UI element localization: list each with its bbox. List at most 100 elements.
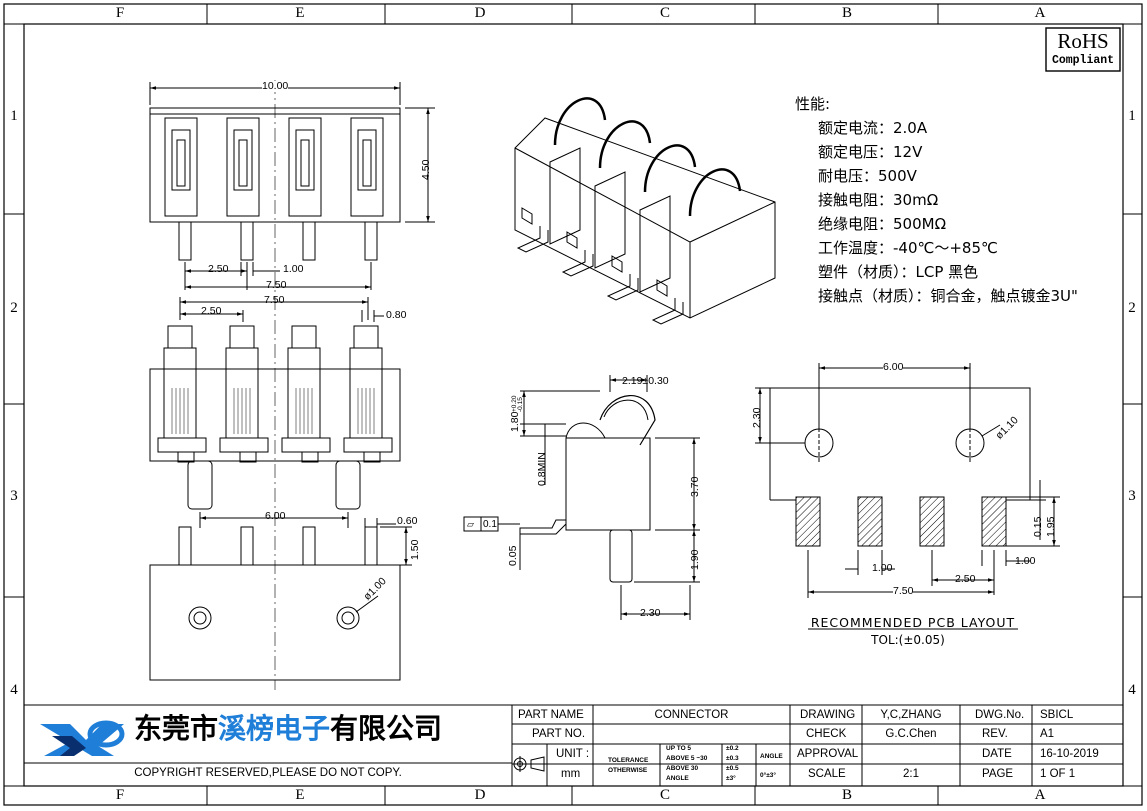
- page-value: 1 OF 1: [1040, 768, 1076, 780]
- zone-label: B: [841, 5, 852, 21]
- dim-tolerance-minus: -0.15: [517, 397, 524, 412]
- dwg-label: DWG.No.: [975, 709, 1025, 721]
- dim-label: 4.50: [420, 159, 432, 180]
- front-view: [149, 297, 401, 510]
- zone-label: D: [474, 787, 486, 803]
- spec-item: 接触点（材质）：铜合金，触点镀金3U": [818, 287, 1078, 305]
- bottom-view: [149, 512, 412, 681]
- scale-label: SCALE: [808, 768, 846, 780]
- tol-row-value: ±0.3: [726, 755, 739, 762]
- isometric-view: [514, 97, 776, 325]
- company-logo: [40, 720, 125, 756]
- dim-label: 2.30: [751, 407, 763, 428]
- dim-label: 6.00: [883, 361, 904, 373]
- spec-item: 工作温度：-40℃～+85℃: [818, 239, 998, 257]
- zone-label: 2: [1128, 300, 1136, 316]
- page-label: PAGE: [982, 768, 1014, 780]
- dim-label: 1.00: [872, 562, 893, 574]
- pcb-layout-tolerance: TOL:(±0.05): [871, 633, 945, 647]
- dim-label: 0.60: [397, 515, 418, 527]
- title-block-grid: [23, 704, 1124, 787]
- spec-item: 额定电流：2.0A: [818, 119, 928, 137]
- zone-label: F: [115, 5, 125, 21]
- tol-row-value: ±0.2: [726, 745, 739, 752]
- unit-label: UNIT :: [556, 748, 590, 760]
- tol-row: UP TO 5: [666, 745, 692, 752]
- rohs-subtitle: Compliant: [1051, 54, 1115, 67]
- tol-row: ABOVE 30: [666, 765, 699, 772]
- drawing-label: DRAWING: [800, 709, 856, 721]
- spec-item: 绝缘电阻：500MΩ: [818, 215, 947, 233]
- company-name-b: 溪榜电子: [218, 712, 331, 745]
- tolerance-label: TOLERANCE: [608, 757, 649, 764]
- rev-label: REV.: [982, 728, 1008, 740]
- dim-label: 1.95: [1045, 516, 1057, 537]
- dim-label: 0.05: [507, 545, 519, 566]
- zone-label: C: [659, 787, 670, 803]
- copyright-text: COPYRIGHT RESERVED,PLEASE DO NOT COPY.: [134, 767, 402, 779]
- date-label: DATE: [982, 748, 1012, 760]
- dim-label: 1.00: [283, 263, 304, 275]
- dim-label: 2.19±0.30: [622, 375, 669, 387]
- dim-label: 0.15: [1032, 516, 1044, 537]
- tol-row: ANGLE: [666, 775, 689, 782]
- tol-row-value: ±0.5: [726, 765, 739, 772]
- zone-label: E: [295, 5, 305, 21]
- zone-label: D: [474, 5, 486, 21]
- company-name-c: 有限公司: [330, 712, 443, 745]
- zone-label: A: [1034, 5, 1046, 21]
- specs-heading: 性能:: [795, 95, 831, 113]
- date-value: 16-10-2019: [1040, 748, 1099, 760]
- dim-label: 1.00: [1015, 555, 1036, 567]
- zone-label: C: [659, 5, 670, 21]
- tol-row-value: ±3°: [726, 775, 736, 782]
- dim-label: 0.1: [483, 519, 497, 530]
- zone-label: 3: [10, 488, 18, 504]
- part-name-label: PART NAME: [518, 709, 584, 721]
- spec-item: 额定电压：12V: [818, 143, 923, 161]
- otherwise-label: OTHERWISE: [608, 767, 648, 774]
- zone-label: E: [295, 787, 305, 803]
- dim-label: 7.50: [893, 585, 914, 597]
- dim-label: 1.80: [509, 411, 521, 432]
- tol-row: ABOVE 5 ~30: [666, 755, 708, 762]
- part-name-value: CONNECTOR: [654, 709, 729, 721]
- zone-label: A: [1034, 787, 1046, 803]
- zone-label: 2: [10, 300, 18, 316]
- dim-label: 2.50: [955, 573, 976, 585]
- zone-label: 1: [10, 108, 18, 124]
- angle-value: 0°±3°: [760, 772, 776, 779]
- drawing-value: Y,C,ZHANG: [880, 709, 942, 721]
- angle-label: ANGLE: [760, 753, 783, 760]
- side-view: [463, 375, 700, 620]
- dim-label: 10.00: [262, 80, 289, 92]
- approval-label: APPROVAL: [797, 748, 859, 760]
- dim-label: 7.50: [266, 279, 287, 291]
- dim-label: 1.90: [689, 549, 701, 570]
- part-no-label: PART NO.: [532, 728, 586, 740]
- check-label: CHECK: [806, 728, 847, 740]
- pcb-layout: [755, 363, 1060, 630]
- top-view: [149, 80, 435, 690]
- dim-label: 7.50: [264, 294, 285, 306]
- pcb-layout-title: RECOMMENDED PCB LAYOUT: [810, 615, 1016, 630]
- unit-value: mm: [561, 768, 581, 780]
- dim-label: 2.50: [201, 305, 222, 317]
- zone-label: B: [841, 787, 852, 803]
- company-name: 东莞市溪榜电子有限公司: [134, 712, 442, 746]
- spec-item: 接触电阻：30mΩ: [818, 191, 939, 209]
- zone-label: 1: [1128, 108, 1136, 124]
- dim-label: 2.30: [640, 607, 661, 619]
- zone-label: 4: [10, 682, 18, 698]
- check-value: G.C.Chen: [885, 728, 937, 740]
- dim-label: 0.8MIN: [536, 452, 548, 486]
- zone-label: 4: [1128, 682, 1136, 698]
- zone-label: 3: [1128, 488, 1136, 504]
- spec-item: 塑件（材质）：LCP 黑色: [818, 263, 979, 281]
- scale-value: 2:1: [903, 768, 919, 780]
- rev-value: A1: [1040, 728, 1055, 740]
- rohs-title: RoHS: [1057, 29, 1109, 53]
- drawing-frame: [3, 3, 1143, 806]
- dim-label: 3.70: [689, 476, 701, 497]
